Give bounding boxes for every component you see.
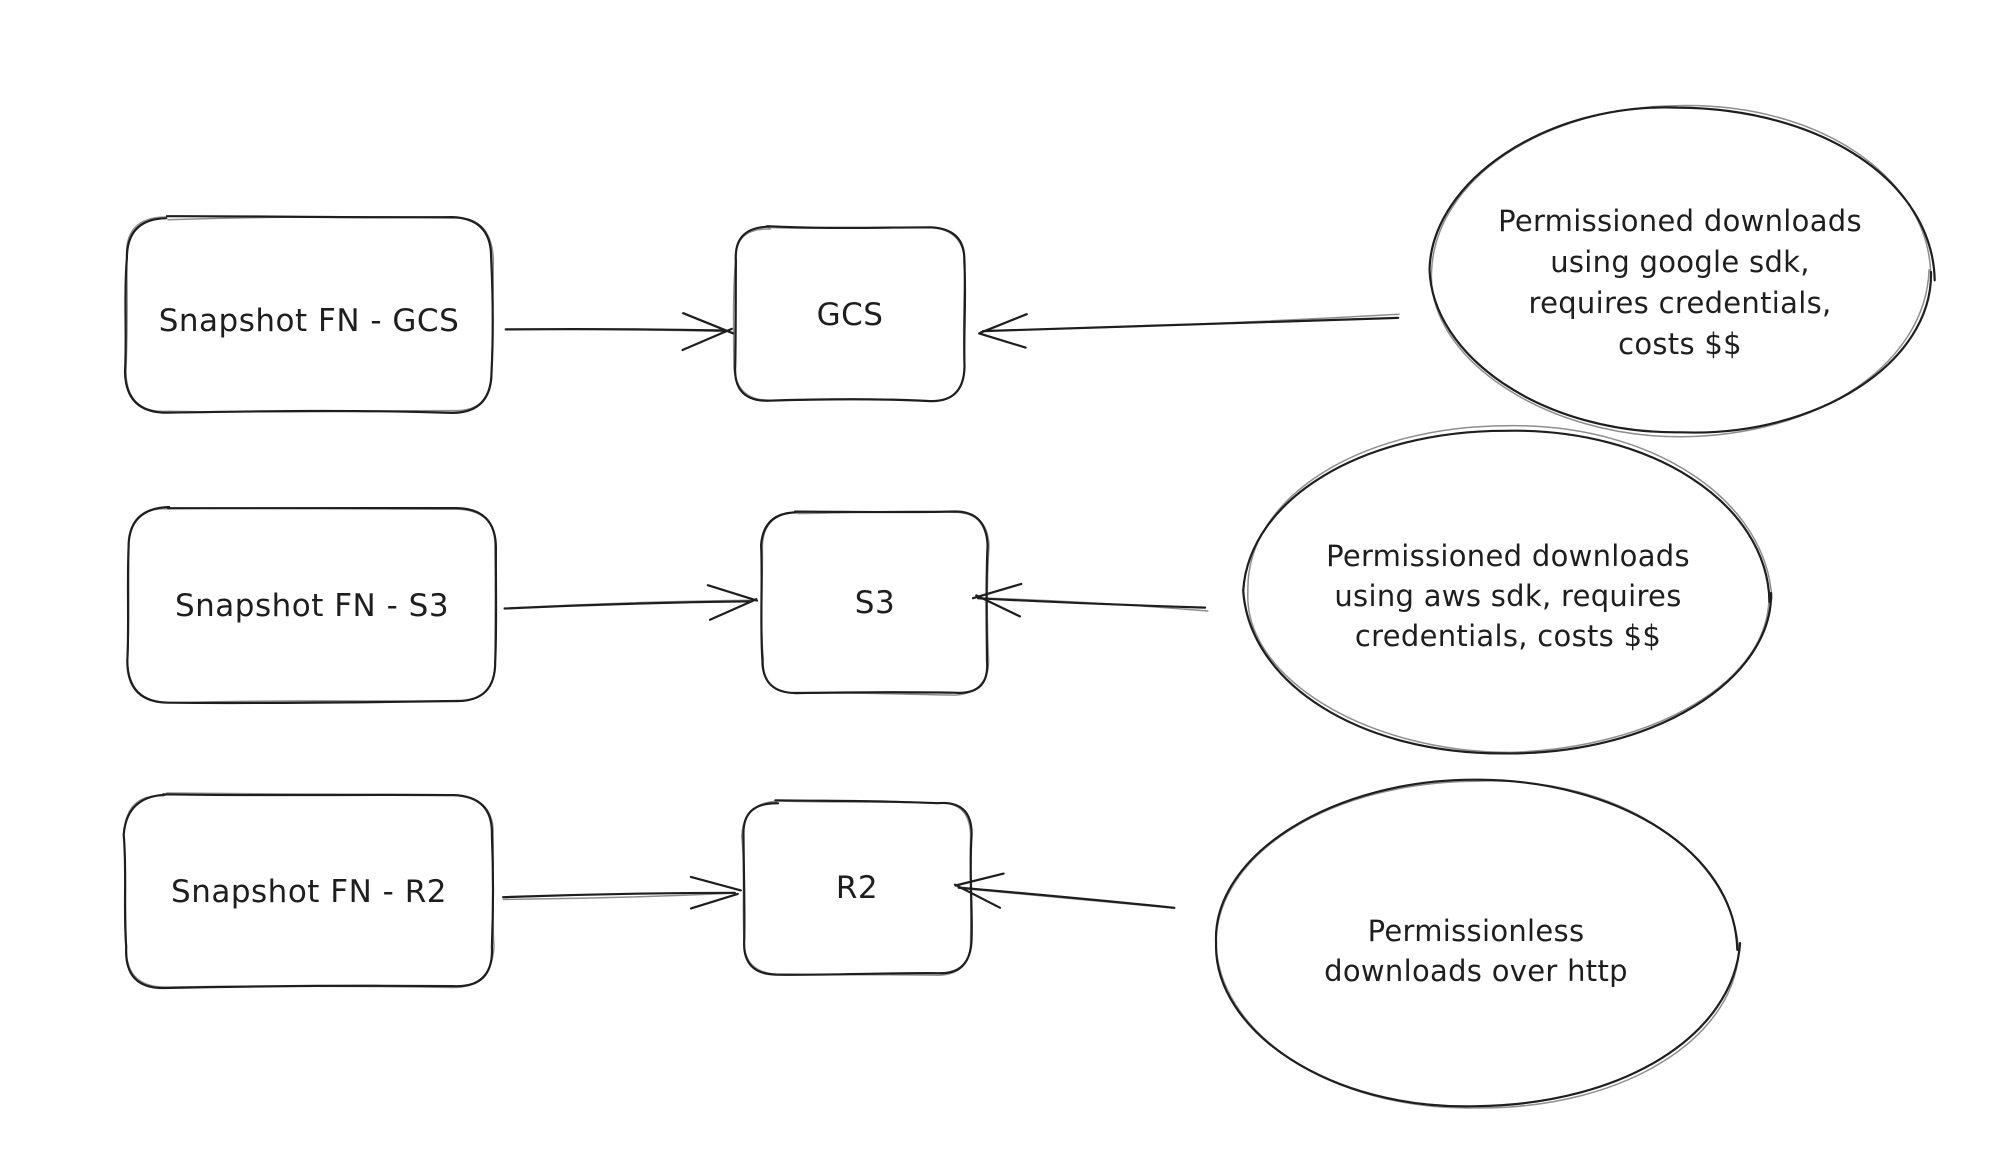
sketch-stroke — [1215, 780, 1740, 1109]
node-gcs: GCS — [732, 225, 967, 403]
node-snapshot-fn-r2: Snapshot FN - R2 — [122, 792, 495, 990]
sketch-stroke — [502, 891, 736, 899]
node-gcs-label: GCS — [817, 297, 884, 333]
note-line: Permissioned downloads — [1498, 204, 1862, 238]
note-line: Permissioned downloads — [1326, 539, 1690, 573]
sketch-stroke — [504, 328, 727, 333]
sketch-stroke — [1430, 104, 1932, 438]
sketch-stroke — [954, 872, 1005, 887]
sketch-stroke — [971, 582, 1023, 600]
sketch-stroke — [741, 800, 972, 976]
sketch-stroke — [732, 226, 966, 402]
sketch-stroke — [706, 584, 759, 602]
sketch-stroke — [1242, 429, 1773, 755]
sketch-stroke — [979, 313, 1028, 334]
sketch-stroke — [1247, 424, 1773, 754]
sketch-stroke — [126, 507, 497, 704]
sketch-stroke — [502, 892, 736, 901]
note-line: using aws sdk, requires — [1334, 579, 1681, 613]
node-snapshot-fn-gcs-label: Snapshot FN - GCS — [159, 303, 460, 339]
note-line: using google sdk, — [1550, 245, 1810, 279]
node-snapshot-fn-s3: Snapshot FN - S3 — [126, 505, 498, 705]
sketch-stroke — [506, 599, 754, 610]
arrow-note-s3-to-s3 — [971, 582, 1209, 618]
node-s3: S3 — [760, 510, 990, 696]
sketch-stroke — [689, 875, 742, 892]
sketch-stroke — [760, 510, 990, 696]
sketch-stroke — [978, 332, 1027, 349]
sketch-stroke — [979, 597, 1209, 612]
node-r2: R2 — [741, 799, 973, 976]
note-line: Permissionless — [1368, 914, 1585, 948]
arrow-snapshot-r2-to-r2 — [502, 875, 742, 910]
sketch-stroke — [125, 216, 495, 413]
node-snapshot-fn-gcs: Snapshot FN - GCS — [123, 215, 495, 414]
sketch-stroke — [689, 892, 739, 910]
note-line: downloads over http — [1324, 954, 1628, 988]
arrow-snapshot-s3-to-s3 — [503, 584, 759, 621]
arrow-note-gcs-to-gcs — [978, 313, 1400, 349]
note-s3-ellipse: Permissioned downloads using aws sdk, re… — [1242, 424, 1773, 755]
node-s3-label: S3 — [855, 585, 895, 621]
sketch-stroke — [958, 887, 1176, 909]
node-snapshot-fn-r2-label: Snapshot FN - R2 — [171, 874, 447, 910]
note-line: credentials, costs $$ — [1355, 619, 1661, 653]
sketch-stroke — [123, 792, 495, 989]
arrow-note-r2-to-r2 — [953, 872, 1176, 909]
sketch-stroke — [123, 215, 494, 414]
node-snapshot-fn-s3-label: Snapshot FN - S3 — [175, 588, 449, 624]
note-line: requires credentials, — [1528, 286, 1831, 320]
sketch-stroke — [982, 313, 1400, 332]
sketch-stroke — [708, 598, 758, 621]
note-r2-ellipse: Permissionless downloads over http — [1214, 778, 1742, 1109]
node-r2-label: R2 — [836, 870, 878, 906]
note-gcs-ellipse: Permissioned downloads using google sdk,… — [1428, 104, 1936, 438]
arrow-snapshot-gcs-to-gcs — [504, 312, 735, 352]
note-line: costs $$ — [1618, 327, 1742, 361]
sketch-stroke — [681, 327, 733, 352]
